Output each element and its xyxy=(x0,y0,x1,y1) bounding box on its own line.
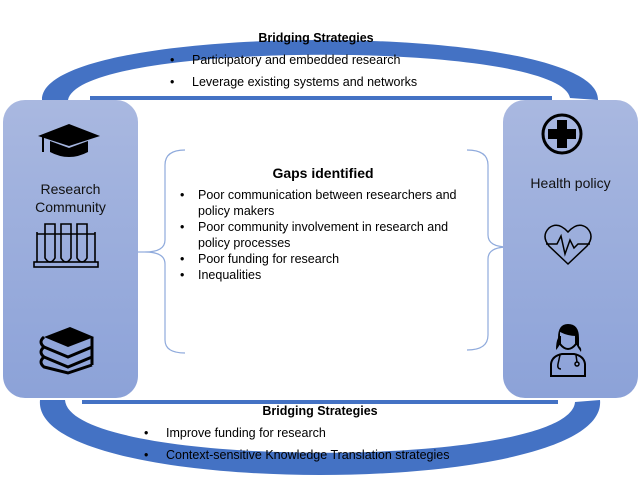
right-bracket xyxy=(466,149,509,351)
gap-item: Inequalities xyxy=(178,267,468,283)
strategy-item: Context-sensitive Knowledge Translation … xyxy=(140,447,500,463)
health-policy-label: Health policy xyxy=(530,175,611,191)
bottom-strategies-title: Bridging Strategies xyxy=(262,404,378,418)
graduation-cap-icon xyxy=(38,124,100,157)
label-line-1: Research xyxy=(40,181,101,197)
top-bridging-strategies: Bridging Strategies Participatory and em… xyxy=(166,30,466,90)
health-policy-panel: Health policy xyxy=(503,100,638,398)
doctor-icon xyxy=(550,324,586,377)
research-community-label: Research Community xyxy=(3,180,138,216)
heartbeat-icon xyxy=(544,224,592,266)
books-icon xyxy=(39,327,94,375)
top-strategies-title: Bridging Strategies xyxy=(258,31,374,45)
label-line-2: Community xyxy=(35,199,106,215)
gaps-title: Gaps identified xyxy=(272,165,374,181)
bottom-bridging-strategies: Bridging Strategies Improve funding for … xyxy=(140,403,500,463)
test-tubes-icon xyxy=(33,223,99,268)
top-arc-baseline xyxy=(90,96,552,100)
gap-item: Poor funding for research xyxy=(178,251,468,267)
gaps-identified: Gaps identified Poor communication betwe… xyxy=(178,165,468,283)
research-community-panel: Research Community xyxy=(3,100,138,398)
strategy-item: Leverage existing systems and networks xyxy=(166,74,466,90)
gap-item: Poor community involvement in research a… xyxy=(178,219,468,251)
gap-item: Poor communication between researchers a… xyxy=(178,187,468,219)
strategy-item: Participatory and embedded research xyxy=(166,52,466,68)
medical-cross-icon xyxy=(541,113,583,155)
strategy-item: Improve funding for research xyxy=(140,425,500,441)
bottom-arc-baseline xyxy=(82,400,558,404)
